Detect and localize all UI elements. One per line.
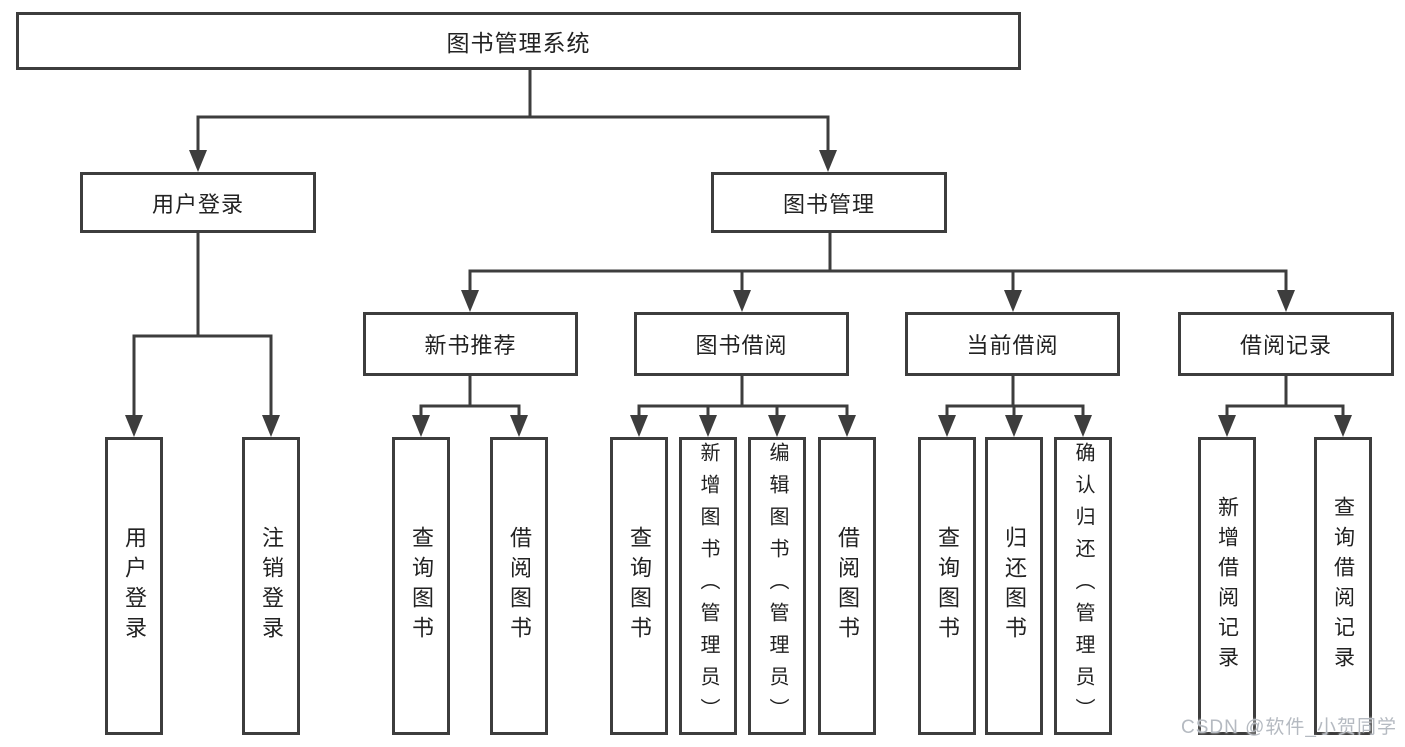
edge-bookmgmt-to-level2	[461, 233, 1295, 312]
edge-root-to-level1	[189, 69, 837, 172]
node-label: 用户登录	[122, 526, 147, 646]
node-system-root: 图书管理系统	[16, 12, 1021, 70]
arrowhead-icon	[819, 150, 837, 172]
node-label: 注销登录	[259, 526, 284, 646]
arrowhead-icon	[1334, 415, 1352, 437]
leaf-query-book-current: 查询图书	[918, 437, 976, 735]
arrowhead-icon	[768, 415, 786, 437]
leaf-confirm-return-admin: 确认归还（管理员）	[1054, 437, 1112, 735]
arrowhead-icon	[125, 415, 143, 437]
node-label: 图书借阅	[695, 333, 788, 358]
arrowhead-icon	[838, 415, 856, 437]
arrowhead-icon	[1218, 415, 1236, 437]
csdn-watermark: CSDN @软件_小贺同学	[1181, 717, 1397, 738]
leaf-query-book-borrow: 查询图书	[610, 437, 668, 735]
node-label: 新增图书（管理员）	[697, 442, 719, 730]
node-label: 编辑图书（管理员）	[766, 442, 788, 730]
arrowhead-icon	[699, 415, 717, 437]
leaf-query-book-recommend: 查询图书	[392, 437, 450, 735]
edge-bookborrow-to-leaves	[630, 376, 856, 437]
arrowhead-icon	[938, 415, 956, 437]
arrowhead-icon	[461, 290, 479, 312]
arrowhead-icon	[262, 415, 280, 437]
leaf-user-login: 用户登录	[105, 437, 163, 735]
edge-borrowrecords-to-leaves	[1218, 376, 1352, 437]
node-label: 新增借阅记录	[1215, 496, 1239, 676]
edge-userlogin-to-leaves	[125, 233, 280, 437]
edge-newbookrec-to-leaves	[412, 376, 528, 437]
leaf-borrow-book: 借阅图书	[818, 437, 876, 735]
arrowhead-icon	[1005, 415, 1023, 437]
node-new-book-recommendation: 新书推荐	[363, 312, 578, 376]
node-label: 当前借阅	[966, 333, 1059, 358]
arrowhead-icon	[1074, 415, 1092, 437]
node-label: 查询借阅记录	[1331, 496, 1355, 676]
leaf-return-book: 归还图书	[985, 437, 1043, 735]
node-label: 借阅记录	[1239, 333, 1332, 358]
node-label: 新书推荐	[424, 333, 517, 358]
node-label: 借阅图书	[835, 526, 860, 646]
leaf-logout: 注销登录	[242, 437, 300, 735]
node-label: 归还图书	[1002, 526, 1027, 646]
node-borrowing-records: 借阅记录	[1178, 312, 1394, 376]
node-user-login: 用户登录	[80, 172, 316, 233]
node-label: 查询图书	[409, 526, 434, 646]
node-label: 图书管理	[782, 191, 875, 217]
leaf-edit-book-admin: 编辑图书（管理员）	[748, 437, 806, 735]
node-label: 查询图书	[627, 526, 652, 646]
arrowhead-icon	[733, 290, 751, 312]
node-label: 图书管理系统	[446, 30, 591, 56]
arrowhead-icon	[189, 150, 207, 172]
leaf-add-book-admin: 新增图书（管理员）	[679, 437, 737, 735]
leaf-borrow-book-recommend: 借阅图书	[490, 437, 548, 735]
arrowhead-icon	[412, 415, 430, 437]
node-book-management: 图书管理	[711, 172, 947, 233]
leaf-query-borrow-record: 查询借阅记录	[1314, 437, 1372, 735]
node-book-borrowing: 图书借阅	[634, 312, 849, 376]
node-label: 借阅图书	[507, 526, 532, 646]
arrowhead-icon	[1277, 290, 1295, 312]
edge-currentborrow-to-leaves	[938, 376, 1092, 437]
node-current-borrowing: 当前借阅	[905, 312, 1120, 376]
arrowhead-icon	[1004, 290, 1022, 312]
arrowhead-icon	[510, 415, 528, 437]
leaf-add-borrow-record: 新增借阅记录	[1198, 437, 1256, 735]
arrowhead-icon	[630, 415, 648, 437]
node-label: 确认归还（管理员）	[1072, 442, 1094, 730]
node-label: 查询图书	[935, 526, 960, 646]
node-label: 用户登录	[151, 191, 244, 217]
